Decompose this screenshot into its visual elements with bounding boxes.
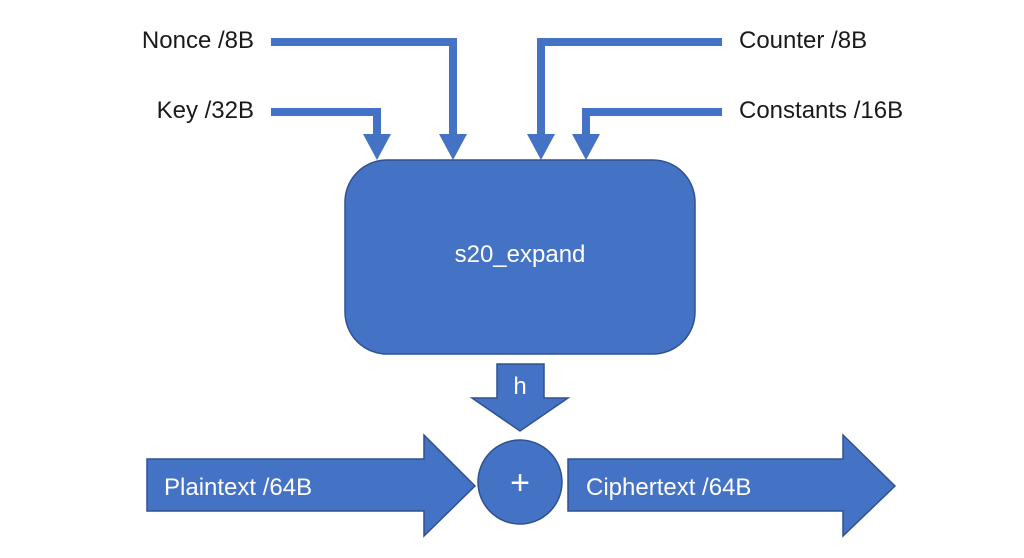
plaintext-label: Plaintext /64B (164, 474, 312, 501)
nonce-label: Nonce /8B (142, 27, 254, 54)
constants-label: Constants /16B (739, 97, 903, 124)
plaintext-arrow: Plaintext /64B (146, 433, 477, 538)
h-label: h (513, 373, 526, 400)
counter-label: Counter /8B (739, 27, 867, 54)
nonce-arrow (271, 38, 467, 160)
ciphertext-label: Ciphertext /64B (586, 474, 751, 501)
counter-arrow (527, 38, 722, 160)
key-arrow (271, 108, 391, 160)
constants-arrow (572, 108, 722, 160)
h-arrow: h (469, 363, 571, 432)
key-label: Key /32B (157, 97, 254, 124)
ciphertext-arrow: Ciphertext /64B (567, 433, 897, 538)
s20-expand-label: s20_expand (455, 241, 586, 268)
s20-expand-block: s20_expand (344, 159, 696, 355)
xor-combiner: + (477, 439, 563, 525)
plus-symbol: + (510, 464, 530, 502)
